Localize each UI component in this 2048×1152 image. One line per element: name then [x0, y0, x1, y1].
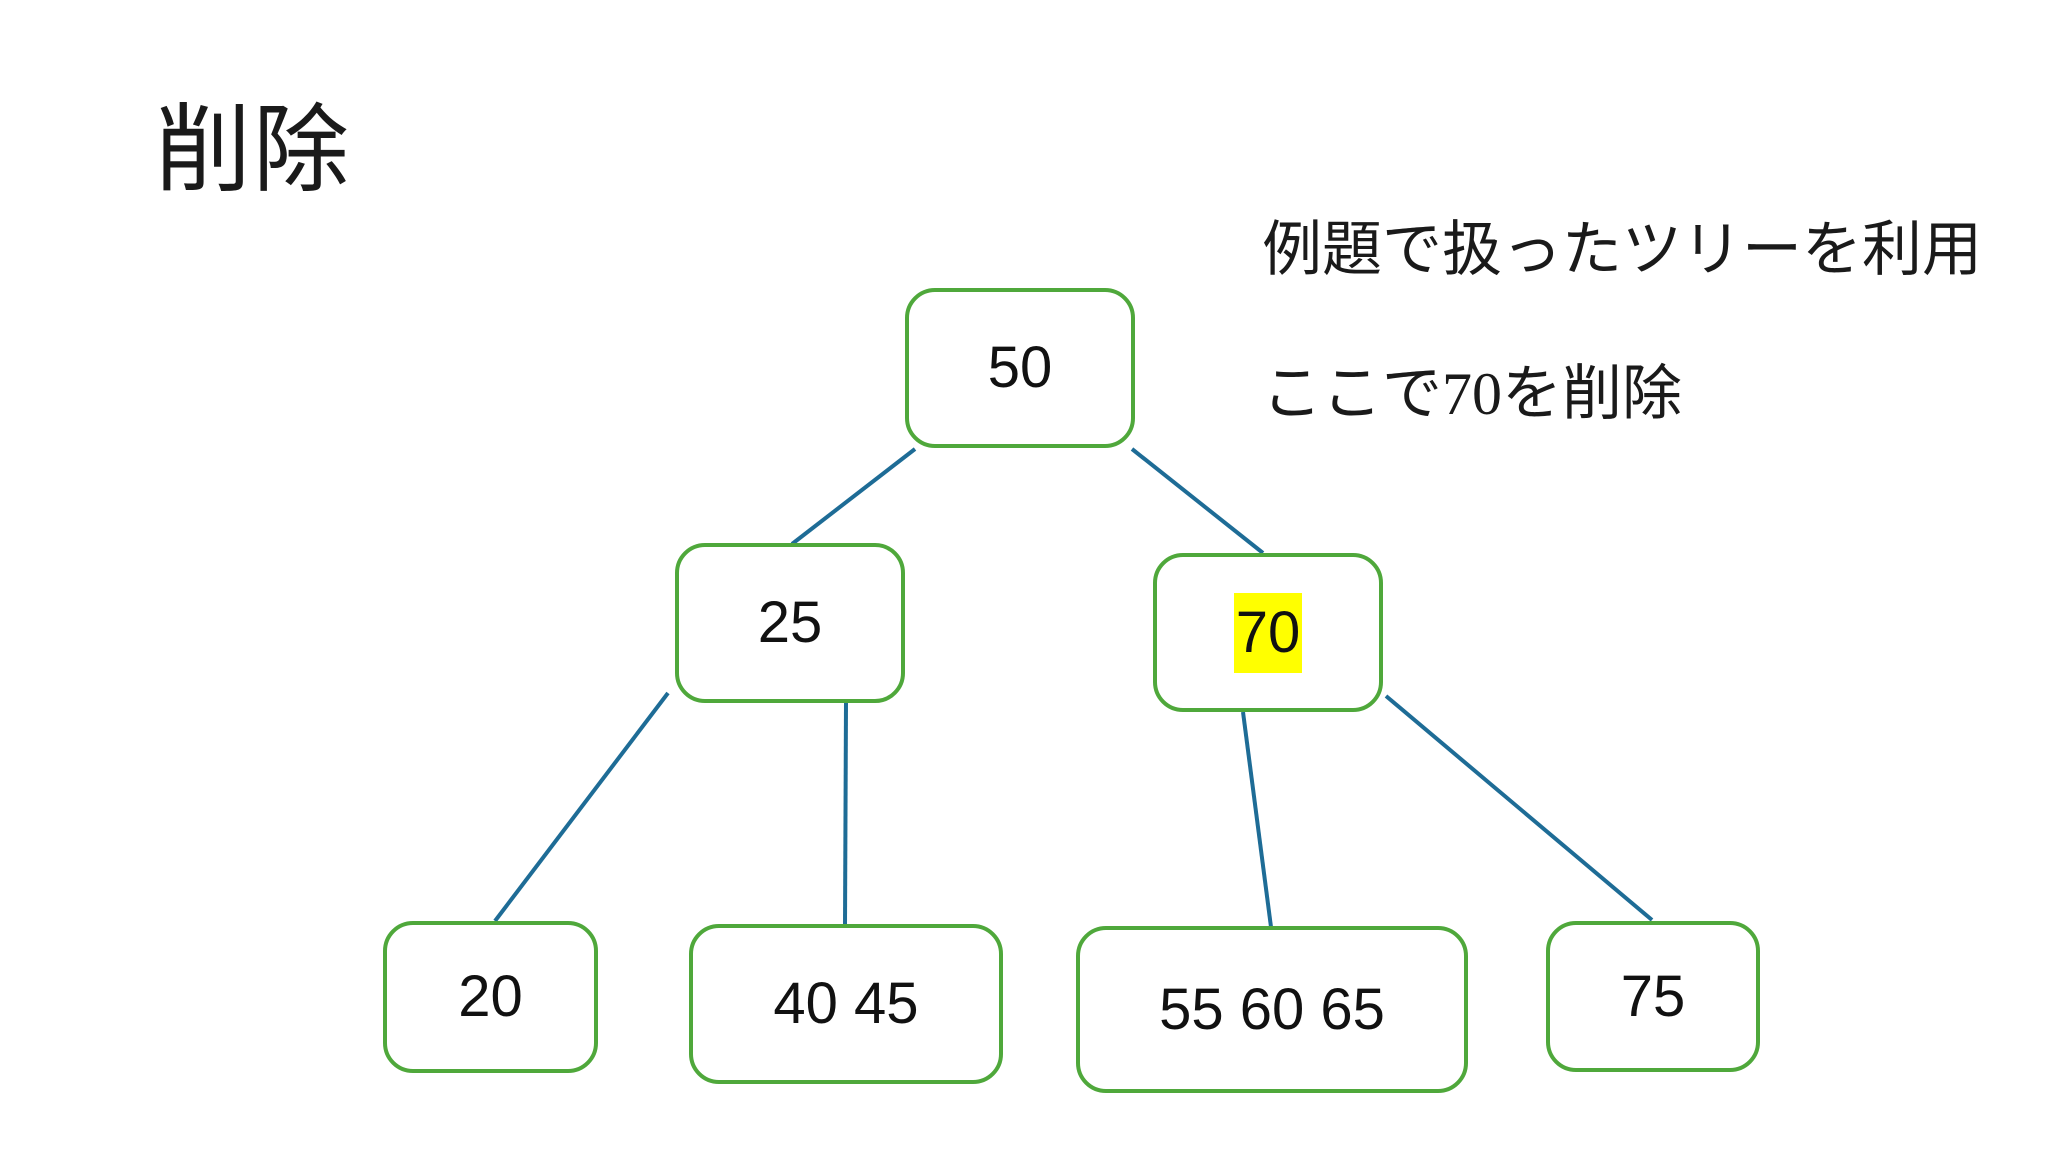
- node-label: 25: [757, 590, 823, 655]
- tree-edge-n70-n55_60_65: [1241, 711, 1273, 928]
- tree-node-20: 20: [383, 921, 598, 1073]
- tree-node-25: 25: [675, 543, 905, 703]
- tree-edge-n70-n75: [1384, 694, 1654, 922]
- tree-edge-n50-n70: [1130, 447, 1265, 555]
- node-label-highlighted: 70: [1233, 592, 1303, 673]
- node-label: 55 60 65: [1159, 976, 1385, 1042]
- tree-edge-n50-n25: [790, 447, 917, 546]
- slide-title: 削除: [155, 97, 351, 204]
- node-label: 40 45: [773, 971, 919, 1036]
- tree-edge-n25-n20: [493, 691, 670, 923]
- tree-node-55-60-65: 55 60 65: [1076, 926, 1468, 1093]
- annotation-notes: 例題で扱ったツリーを利用 ここで70を削除: [1262, 220, 1982, 424]
- note-line-1: 例題で扱ったツリーを利用: [1262, 217, 1982, 283]
- tree-node-40-45: 40 45: [689, 924, 1003, 1084]
- tree-node-50: 50: [905, 288, 1135, 448]
- node-label: 75: [1620, 963, 1686, 1029]
- tree-node-70: 70: [1153, 553, 1383, 712]
- node-label: 50: [987, 335, 1053, 400]
- tree-node-75: 75: [1546, 921, 1760, 1072]
- tree-edge-n25-n40_45: [843, 701, 848, 926]
- node-label: 20: [458, 964, 523, 1029]
- note-line-2: ここで70を削除: [1262, 361, 1682, 427]
